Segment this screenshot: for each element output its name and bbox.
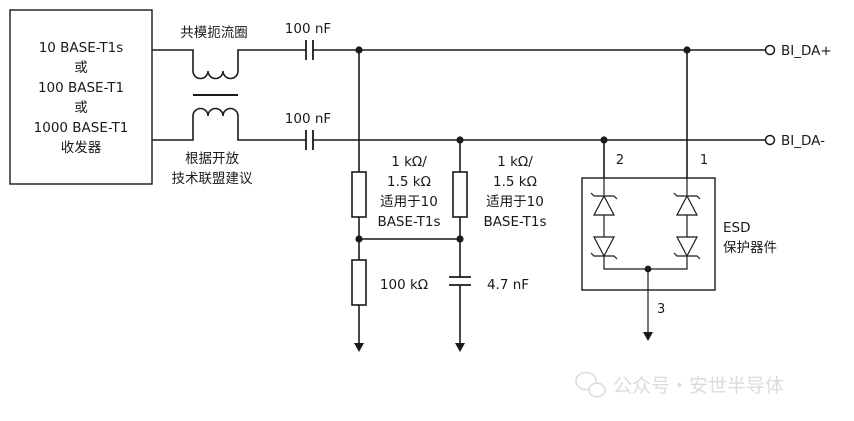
esd-label-line-2: 保护器件 — [723, 240, 777, 256]
cap-bias — [449, 276, 471, 286]
choke-label: 共模扼流圈 — [180, 25, 248, 41]
res-right-line-1: 1 kΩ/ — [497, 154, 533, 170]
transceiver-line-4: 或 — [74, 100, 88, 116]
res-right-line-3: 适用于10 — [486, 194, 544, 210]
esd-pin-2-label: 2 — [616, 153, 624, 168]
port-plus-terminal — [764, 44, 776, 56]
choke-winding-top — [192, 70, 239, 80]
cap-bottom-label: 100 nF — [285, 111, 331, 127]
resistor-right — [452, 171, 468, 218]
port-minus-label: BI_DA- — [781, 133, 825, 149]
transceiver-line-6: 收发器 — [61, 140, 102, 156]
watermark-text: 公众号・安世半导体 — [613, 375, 784, 397]
cap-bias-label: 4.7 nF — [487, 277, 529, 293]
ground-arrow-icon — [354, 343, 364, 352]
port-plus-label: BI_DA+ — [781, 43, 832, 59]
transceiver-line-5: 1000 BASE-T1 — [34, 120, 129, 136]
res-left-line-4: BASE-T1s — [377, 214, 440, 230]
esd-label-line-1: ESD — [723, 220, 751, 236]
transceiver-line-3: 100 BASE-T1 — [38, 80, 124, 96]
ground-arrow-icon — [455, 343, 465, 352]
res-left-line-1: 1 kΩ/ — [391, 154, 427, 170]
wire-top-choke-out — [237, 49, 306, 71]
junction-dot — [355, 235, 363, 243]
res-right-line-2: 1.5 kΩ — [493, 174, 537, 190]
ground-arrow-icon — [643, 332, 653, 341]
tvs-diode-icon — [673, 236, 701, 260]
transceiver-line-2: 或 — [74, 60, 88, 76]
choke-winding-bottom — [192, 107, 239, 117]
wechat-icon — [575, 371, 606, 398]
res-left-line-3: 适用于10 — [380, 194, 438, 210]
watermark: 公众号・安世半导体 — [575, 371, 784, 398]
cap-top — [305, 40, 314, 60]
cap-top-label: 100 nF — [285, 21, 331, 37]
resistor-bias-label: 100 kΩ — [380, 277, 428, 293]
resistor-bias — [351, 259, 367, 306]
wire-bottom-choke-out — [237, 116, 306, 141]
wire-top-left — [152, 49, 194, 71]
esd-pin-3-label: 3 — [657, 302, 665, 317]
res-left-line-2: 1.5 kΩ — [387, 174, 431, 190]
alliance-note-line-2: 技术联盟建议 — [172, 171, 253, 187]
port-minus-terminal — [764, 134, 776, 146]
junction-dot — [456, 235, 464, 243]
resistor-left — [351, 171, 367, 218]
alliance-note-line-1: 根据开放 — [185, 151, 239, 167]
res-right-line-4: BASE-T1s — [483, 214, 546, 230]
esd-pin-1-label: 1 — [700, 153, 708, 168]
cap-bottom — [305, 130, 314, 150]
transceiver-line-1: 10 BASE-T1s — [39, 40, 124, 56]
wire-bottom-left — [152, 116, 194, 141]
transceiver-box — [9, 9, 153, 185]
